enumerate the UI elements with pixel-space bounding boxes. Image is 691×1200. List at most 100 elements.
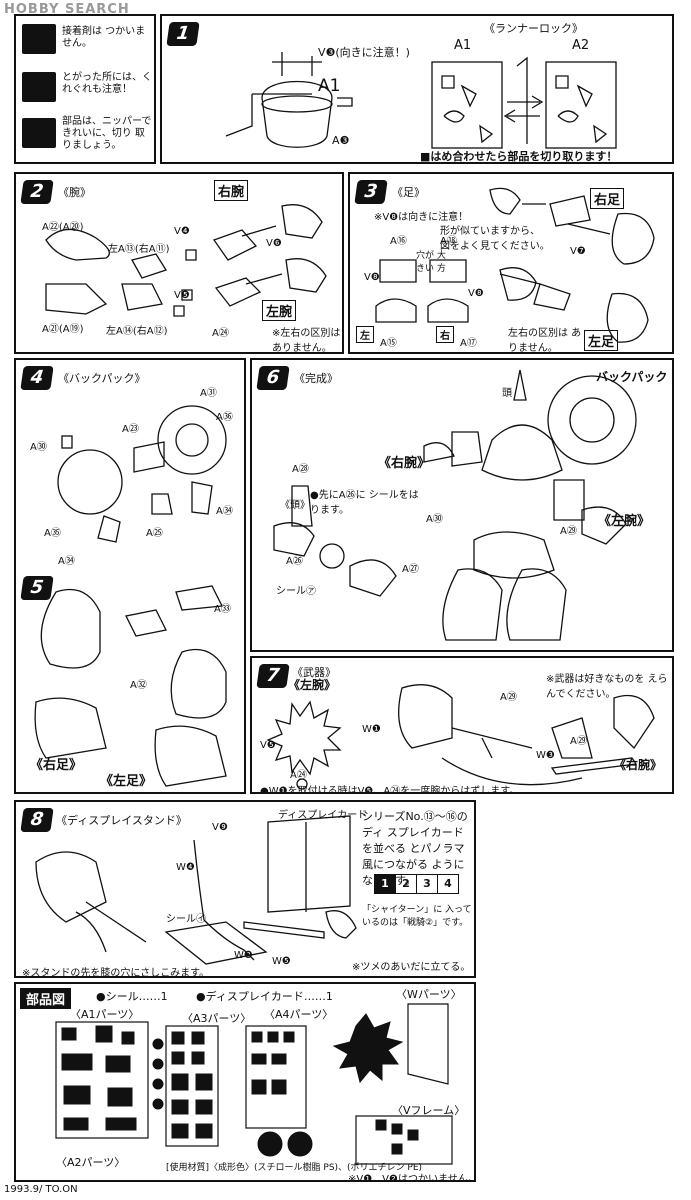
weapon-pick-note: ※武器は好きなものを えらんでください。 — [546, 674, 668, 700]
a33-label: A㉝ — [214, 604, 231, 615]
unused-note: ※V❶、V❷はつかいません。 — [348, 1174, 476, 1182]
v4-label: V❹ — [174, 226, 190, 237]
a23-label: A㉓ — [122, 424, 139, 435]
w5-label: W❺ — [272, 956, 291, 967]
step-title: 《足》 — [392, 186, 425, 199]
note-nipper: 部品は、ニッパーできれいに、切り 取りましょう。 — [62, 116, 152, 151]
runner-a1-label: A1 — [454, 38, 472, 53]
a24-label: A㉔ — [212, 328, 229, 339]
v9-label: V❾ — [212, 822, 228, 833]
v3-label: V❸(向きに注意！) — [318, 46, 410, 59]
cut-instruction: ■はめ合わせたら部品を切り取ります！ — [420, 150, 618, 163]
w1-note: ●W❶を取付ける時はV❺、A㉔を一度腕からはずします。 — [260, 786, 520, 794]
note-no-lr: 左右の区別は ありません。 — [508, 328, 582, 354]
card-count: ●ディスプレイカード……1 — [196, 990, 333, 1003]
a30-label: A㉚ — [30, 442, 47, 453]
step-3-panel: 3 《足》 ※V❽は向きに注意！ 右足 形が似ていますから、 図をよく見てくださ… — [348, 172, 674, 354]
watermark: HOBBY SEARCH — [4, 2, 130, 17]
parts-panel: 部品図 ●シール……1 ●ディスプレイカード……1 〈A1パーツ〉 〈A3パーツ… — [14, 982, 476, 1182]
a25-label: A㉕ — [146, 528, 163, 539]
right-leg-box: 右足 — [590, 188, 625, 209]
a36-label: A㊱ — [216, 412, 233, 423]
step-5-number: 5 — [20, 576, 54, 600]
v7-label: V❼ — [570, 246, 586, 257]
right-leg-title: 《右足》 — [30, 758, 83, 773]
l14-label: 左A⑭(右A⑫) — [106, 326, 168, 337]
seal-note: ●先にA㉖に シールをはります。 — [310, 490, 419, 516]
hole-note: 穴が 大きい 方 — [416, 251, 446, 274]
a29b-label: A㉙ — [570, 736, 587, 747]
step-title: 《ディスプレイスタンド》 — [56, 814, 187, 827]
left-arm-label: 《左腕》 — [288, 678, 337, 692]
step-1-panel: 1 V❸(向きに注意！) A1 A❸ 《ランナーロック》 A1 A2 ■はめ合わ… — [160, 14, 674, 164]
a1-big-label: A1 — [318, 76, 341, 96]
a3-parts-label: 〈A3パーツ〉 — [182, 1012, 252, 1025]
step-6-drawing — [273, 369, 637, 641]
card-cell-4: 4 — [437, 874, 459, 894]
seal-i-label: シール㋑ — [166, 914, 206, 925]
w-parts-label: 〈Wパーツ〉 — [396, 988, 462, 1001]
v6-label: V❻ — [266, 238, 282, 249]
runner-lock-title: 《ランナーロック》 — [484, 22, 583, 35]
left-arm-box: 左腕 — [262, 300, 297, 321]
card-cell-2: 2 — [395, 874, 417, 894]
a24-label: A㉔ — [290, 770, 307, 781]
a16-label: A⑯ — [390, 236, 407, 247]
parts-drawing — [55, 1003, 453, 1165]
backpack-label: バックパック — [596, 370, 668, 384]
step-8-drawing — [35, 815, 357, 965]
head-sub-label: 《頭》 — [280, 500, 310, 511]
parts-title: 部品図 — [20, 988, 72, 1009]
step-title: 《完成》 — [294, 372, 338, 385]
a29a-label: A㉙ — [500, 692, 517, 703]
a2-parts-label: 〈A2パーツ〉 — [56, 1156, 126, 1169]
a34a-label: A㉞ — [216, 506, 233, 517]
seal-count: ●シール……1 — [96, 990, 168, 1003]
v8a-label: V❽ — [364, 272, 380, 283]
seal-a-label: シール㋐ — [276, 586, 316, 597]
notes-panel: 接着剤は つかいません。 とがった所には、くれぐれも注意！ 部品は、ニッパーでき… — [14, 14, 156, 164]
a30-label: A㉚ — [426, 514, 443, 525]
card-label: ディスプレイカード — [278, 810, 368, 821]
v5-label: V❺ — [174, 290, 190, 301]
v-frame-label: 〈Vフレーム〉 — [392, 1104, 466, 1117]
head-label: 頭 — [502, 388, 512, 399]
a22-label: A㉒(A⑳) — [42, 222, 84, 233]
a29-label: A㉙ — [560, 526, 577, 537]
card-cell-1: 1 — [374, 874, 396, 894]
step-7-panel: 7 《武器》 《左腕》 W❶ V❺ A㉔ A㉙ A㉙ W❸ ※武器は好きなものを… — [250, 656, 674, 794]
step-2-drawing — [45, 204, 327, 317]
left-mark: 左 — [356, 326, 374, 343]
step-title: 《腕》 — [58, 186, 91, 199]
right-arm-label: 《右腕》 — [378, 456, 431, 471]
right-arm-box: 右腕 — [214, 180, 249, 201]
footer-date: 1993.9/ TO.ON — [4, 1184, 78, 1195]
step-8-panel: 8 《ディスプレイスタンド》 ディスプレイカード V❾ W❹ シール㋑ W❷ W… — [14, 800, 476, 978]
v5-label: V❺ — [260, 740, 276, 751]
step-title: 《バックパック》 — [58, 372, 146, 385]
w4-label: W❹ — [176, 862, 195, 873]
card-cell-3: 3 — [416, 874, 438, 894]
note-sharp: とがった所には、くれぐれも注意！ — [62, 72, 152, 95]
a26-label: A㉖ — [286, 556, 303, 567]
step-title: 《武器》 — [292, 666, 336, 679]
nipper-icon — [22, 118, 56, 148]
card-note: 「シャイターン」に 入っているのは「戦騎②」です。 — [362, 905, 472, 928]
a27-label: A㉗ — [402, 564, 419, 575]
w3-label: W❸ — [536, 750, 555, 761]
a17-label: A⑰ — [460, 338, 477, 349]
claw-note: ※ツメのあいだに立てる。 — [352, 962, 471, 973]
a15-label: A⑮ — [380, 338, 397, 349]
a32-label: A㉜ — [130, 680, 147, 691]
l13-label: 左A⑬(右A⑪) — [108, 244, 170, 255]
note-no-lr: ※左右の区別は ありません。 — [272, 328, 341, 354]
a21-label: A㉑(A⑲) — [42, 324, 84, 335]
note-glue: 接着剤は つかいません。 — [62, 26, 146, 49]
step-7-drawing — [266, 684, 655, 790]
a34b-label: A㉞ — [58, 556, 75, 567]
shape-note: 形が似ていますから、 図をよく見てください。 — [440, 226, 550, 252]
a28-label: A㉘ — [292, 464, 309, 475]
step-1-drawing — [225, 52, 617, 149]
right-arm-label: 《右腕》 — [614, 758, 663, 772]
